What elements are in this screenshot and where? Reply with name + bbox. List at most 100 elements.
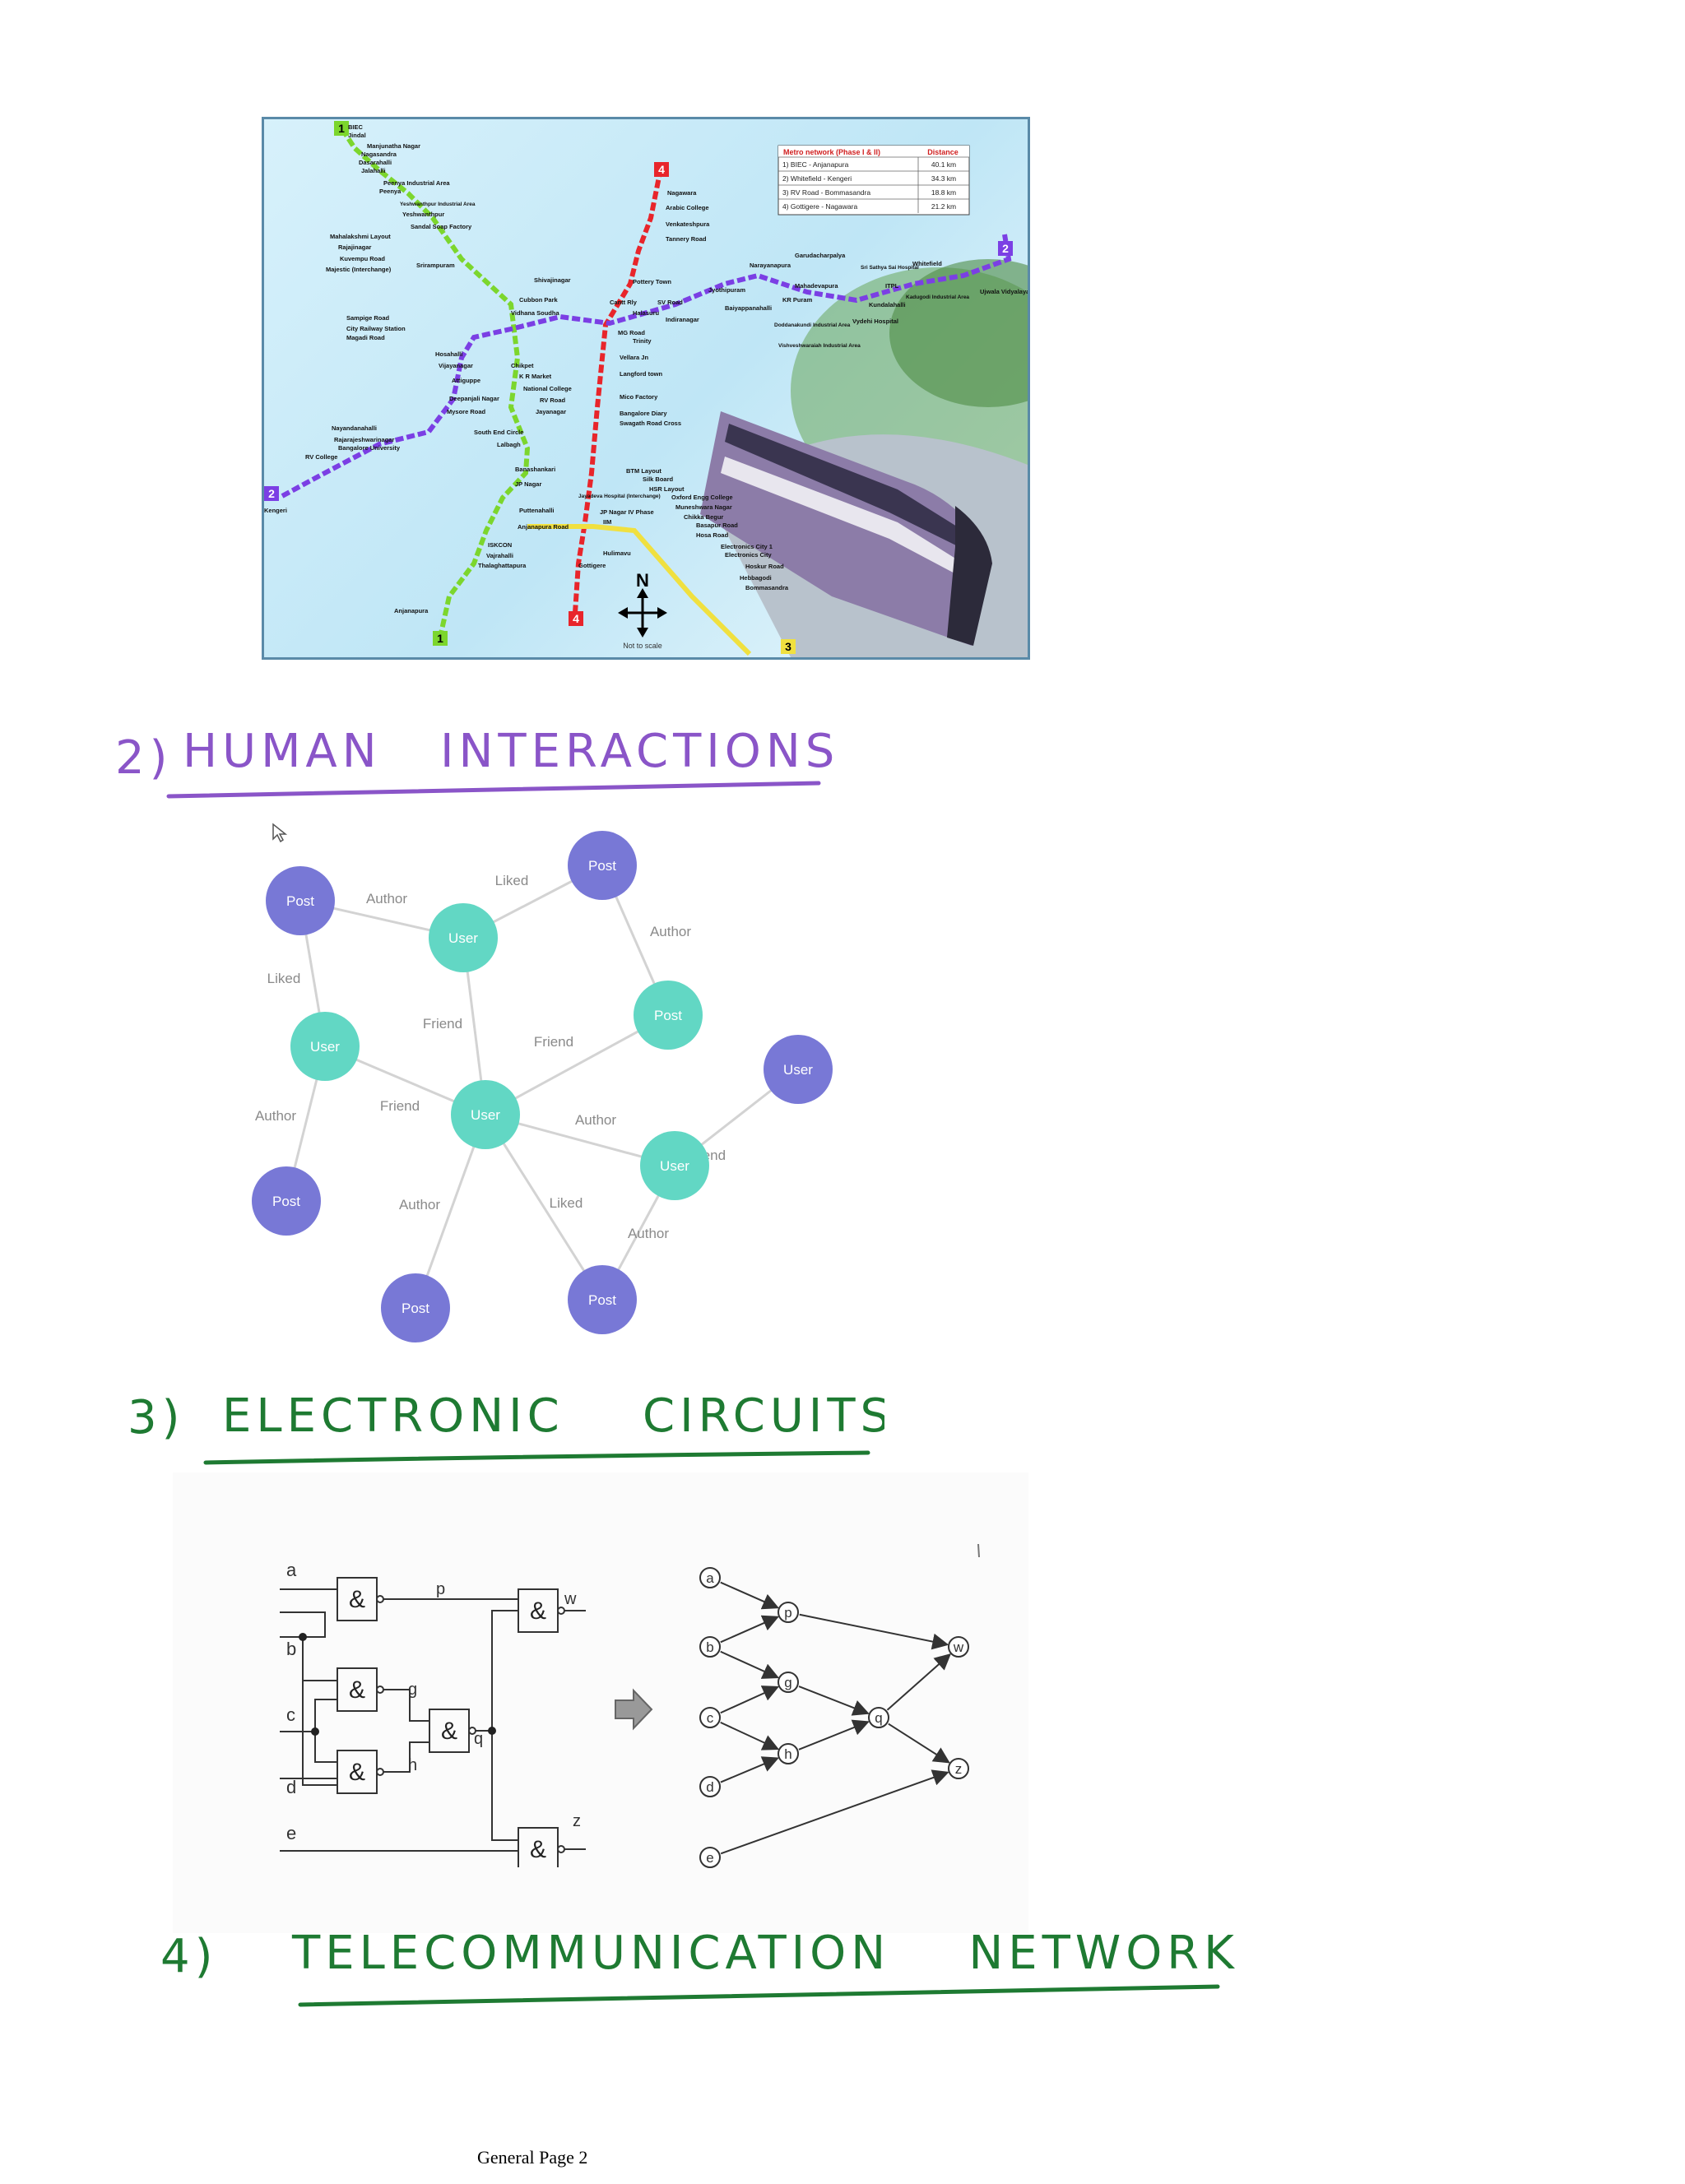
post-node xyxy=(764,1035,833,1104)
station-label: SV Road xyxy=(657,299,683,306)
station-label: Majestic (Interchange) xyxy=(326,266,392,273)
station-label: RV College xyxy=(305,453,337,461)
edge-label: Author xyxy=(255,1108,296,1124)
station-label: Lalbagh xyxy=(497,441,521,448)
station-label: Kuvempu Road xyxy=(340,255,385,262)
station-label: Hebbagodi xyxy=(740,574,772,582)
station-label: Anjanapura Road xyxy=(518,523,569,531)
heading-3-title: ELECTRONIC CIRCUITS xyxy=(222,1389,884,1443)
station-label: Vijayanagar xyxy=(439,362,473,369)
station-label: National College xyxy=(523,385,572,392)
wire-label: h xyxy=(408,1756,417,1774)
post-node xyxy=(568,831,637,900)
station-label: Manjunatha Nagar xyxy=(367,142,420,150)
station-label: Yeshwanthpur xyxy=(402,211,444,218)
node-label: User xyxy=(471,1107,500,1123)
station-label: Pottery Town xyxy=(633,278,671,285)
station-label: Bangalore Diary xyxy=(620,410,667,417)
station-label: Swagath Road Cross xyxy=(620,420,681,427)
station-label: Halasuru xyxy=(633,309,660,317)
wire xyxy=(491,1731,518,1841)
node-label: Post xyxy=(272,1194,300,1209)
heading-telecommunication-network: 4) TELECOMMUNICATION NETWORK xyxy=(160,1927,1234,2007)
node-label: User xyxy=(310,1039,340,1055)
station-label: JP Nagar IV Phase xyxy=(600,508,654,516)
station-label: Baiyappanahalli xyxy=(725,304,772,312)
dag-node-label: p xyxy=(784,1605,791,1621)
wire xyxy=(314,1732,337,1763)
table-row-distance: 34.3 km xyxy=(931,174,956,183)
wire xyxy=(383,1689,429,1722)
station-label: Deepanjali Nagar xyxy=(449,395,499,402)
heading-4-number: 4) xyxy=(160,1930,217,1983)
station-label: Trinity xyxy=(633,337,652,345)
dag-node-label: w xyxy=(953,1639,964,1655)
station-label: Kundalahalli xyxy=(869,301,906,308)
heading-2-underline xyxy=(166,781,821,799)
node-label: User xyxy=(448,930,478,946)
station-label: IIM xyxy=(603,518,611,526)
edge-label: Author xyxy=(650,924,691,939)
dag-node-label: h xyxy=(784,1746,791,1762)
edge-label: Liked xyxy=(550,1195,583,1211)
node-label: Post xyxy=(402,1301,429,1316)
gate-symbol: & xyxy=(441,1718,457,1745)
metro-line-2 xyxy=(281,234,1012,498)
station-label: K R Market xyxy=(519,373,552,380)
table-row-line: 4) Gottigere - Nagawara xyxy=(782,202,857,211)
station-label: Ujwala Vidyalaya xyxy=(980,288,1028,295)
dag-edge xyxy=(720,1686,780,1714)
post-node xyxy=(568,1265,637,1334)
dag-edge xyxy=(886,1653,952,1711)
gate-symbol: & xyxy=(349,1676,365,1704)
station-label: Indiranagar xyxy=(666,316,699,323)
table-header-network: Metro network (Phase I & II) xyxy=(783,148,880,156)
station-label: Dasarahalli xyxy=(359,159,392,166)
station-label: Doddanakundi Industrial Area xyxy=(774,322,851,328)
edge-label: Author xyxy=(399,1197,440,1213)
dag-edge xyxy=(720,1769,949,1855)
station-label: Banashankari xyxy=(515,466,555,473)
station-label: Jayadeva Hospital (Interchange) xyxy=(578,494,661,499)
user-node xyxy=(451,1080,520,1149)
station-label: Hosa Road xyxy=(696,531,729,539)
table-row-line: 1) BIEC - Anjanapura xyxy=(782,160,849,169)
station-label: Garudacharpalya xyxy=(795,252,846,259)
dag-node xyxy=(699,1707,721,1728)
heading-3-number: 3) xyxy=(128,1391,184,1444)
station-label: Sampige Road xyxy=(346,314,390,322)
svg-text:3: 3 xyxy=(785,640,791,653)
dag-node xyxy=(868,1707,889,1728)
station-label: Basapur Road xyxy=(696,522,738,529)
station-label: MG Road xyxy=(618,329,645,336)
svg-text:4: 4 xyxy=(658,163,665,176)
dag-edge xyxy=(799,1613,949,1650)
station-label: Venkateshpura xyxy=(666,220,710,228)
station-label: Tannery Road xyxy=(666,235,707,243)
dag-node-label: z xyxy=(955,1761,963,1777)
station-label: Mahadevapura xyxy=(795,282,838,290)
input-label: a xyxy=(286,1560,297,1580)
svg-text:1: 1 xyxy=(437,632,443,645)
edge-label: Friend xyxy=(534,1034,573,1050)
dag-node xyxy=(699,1776,721,1797)
dag-edge xyxy=(798,1719,870,1750)
line-badge-2-right: 2 xyxy=(998,241,1013,256)
station-label: Whitefield xyxy=(912,260,942,267)
edge-label: Friend xyxy=(423,1016,462,1032)
station-label: Sandal Soap Factory xyxy=(411,223,472,230)
station-label: Hulimavu xyxy=(603,549,631,557)
station-label: Magadi Road xyxy=(346,334,385,341)
gate-symbol: & xyxy=(530,1597,546,1625)
dag-node xyxy=(699,1567,721,1588)
station-label: Vajrahalli xyxy=(486,552,513,559)
station-label: Vishveshwaraiah Industrial Area xyxy=(778,343,861,349)
metro-line-4 xyxy=(573,168,663,614)
